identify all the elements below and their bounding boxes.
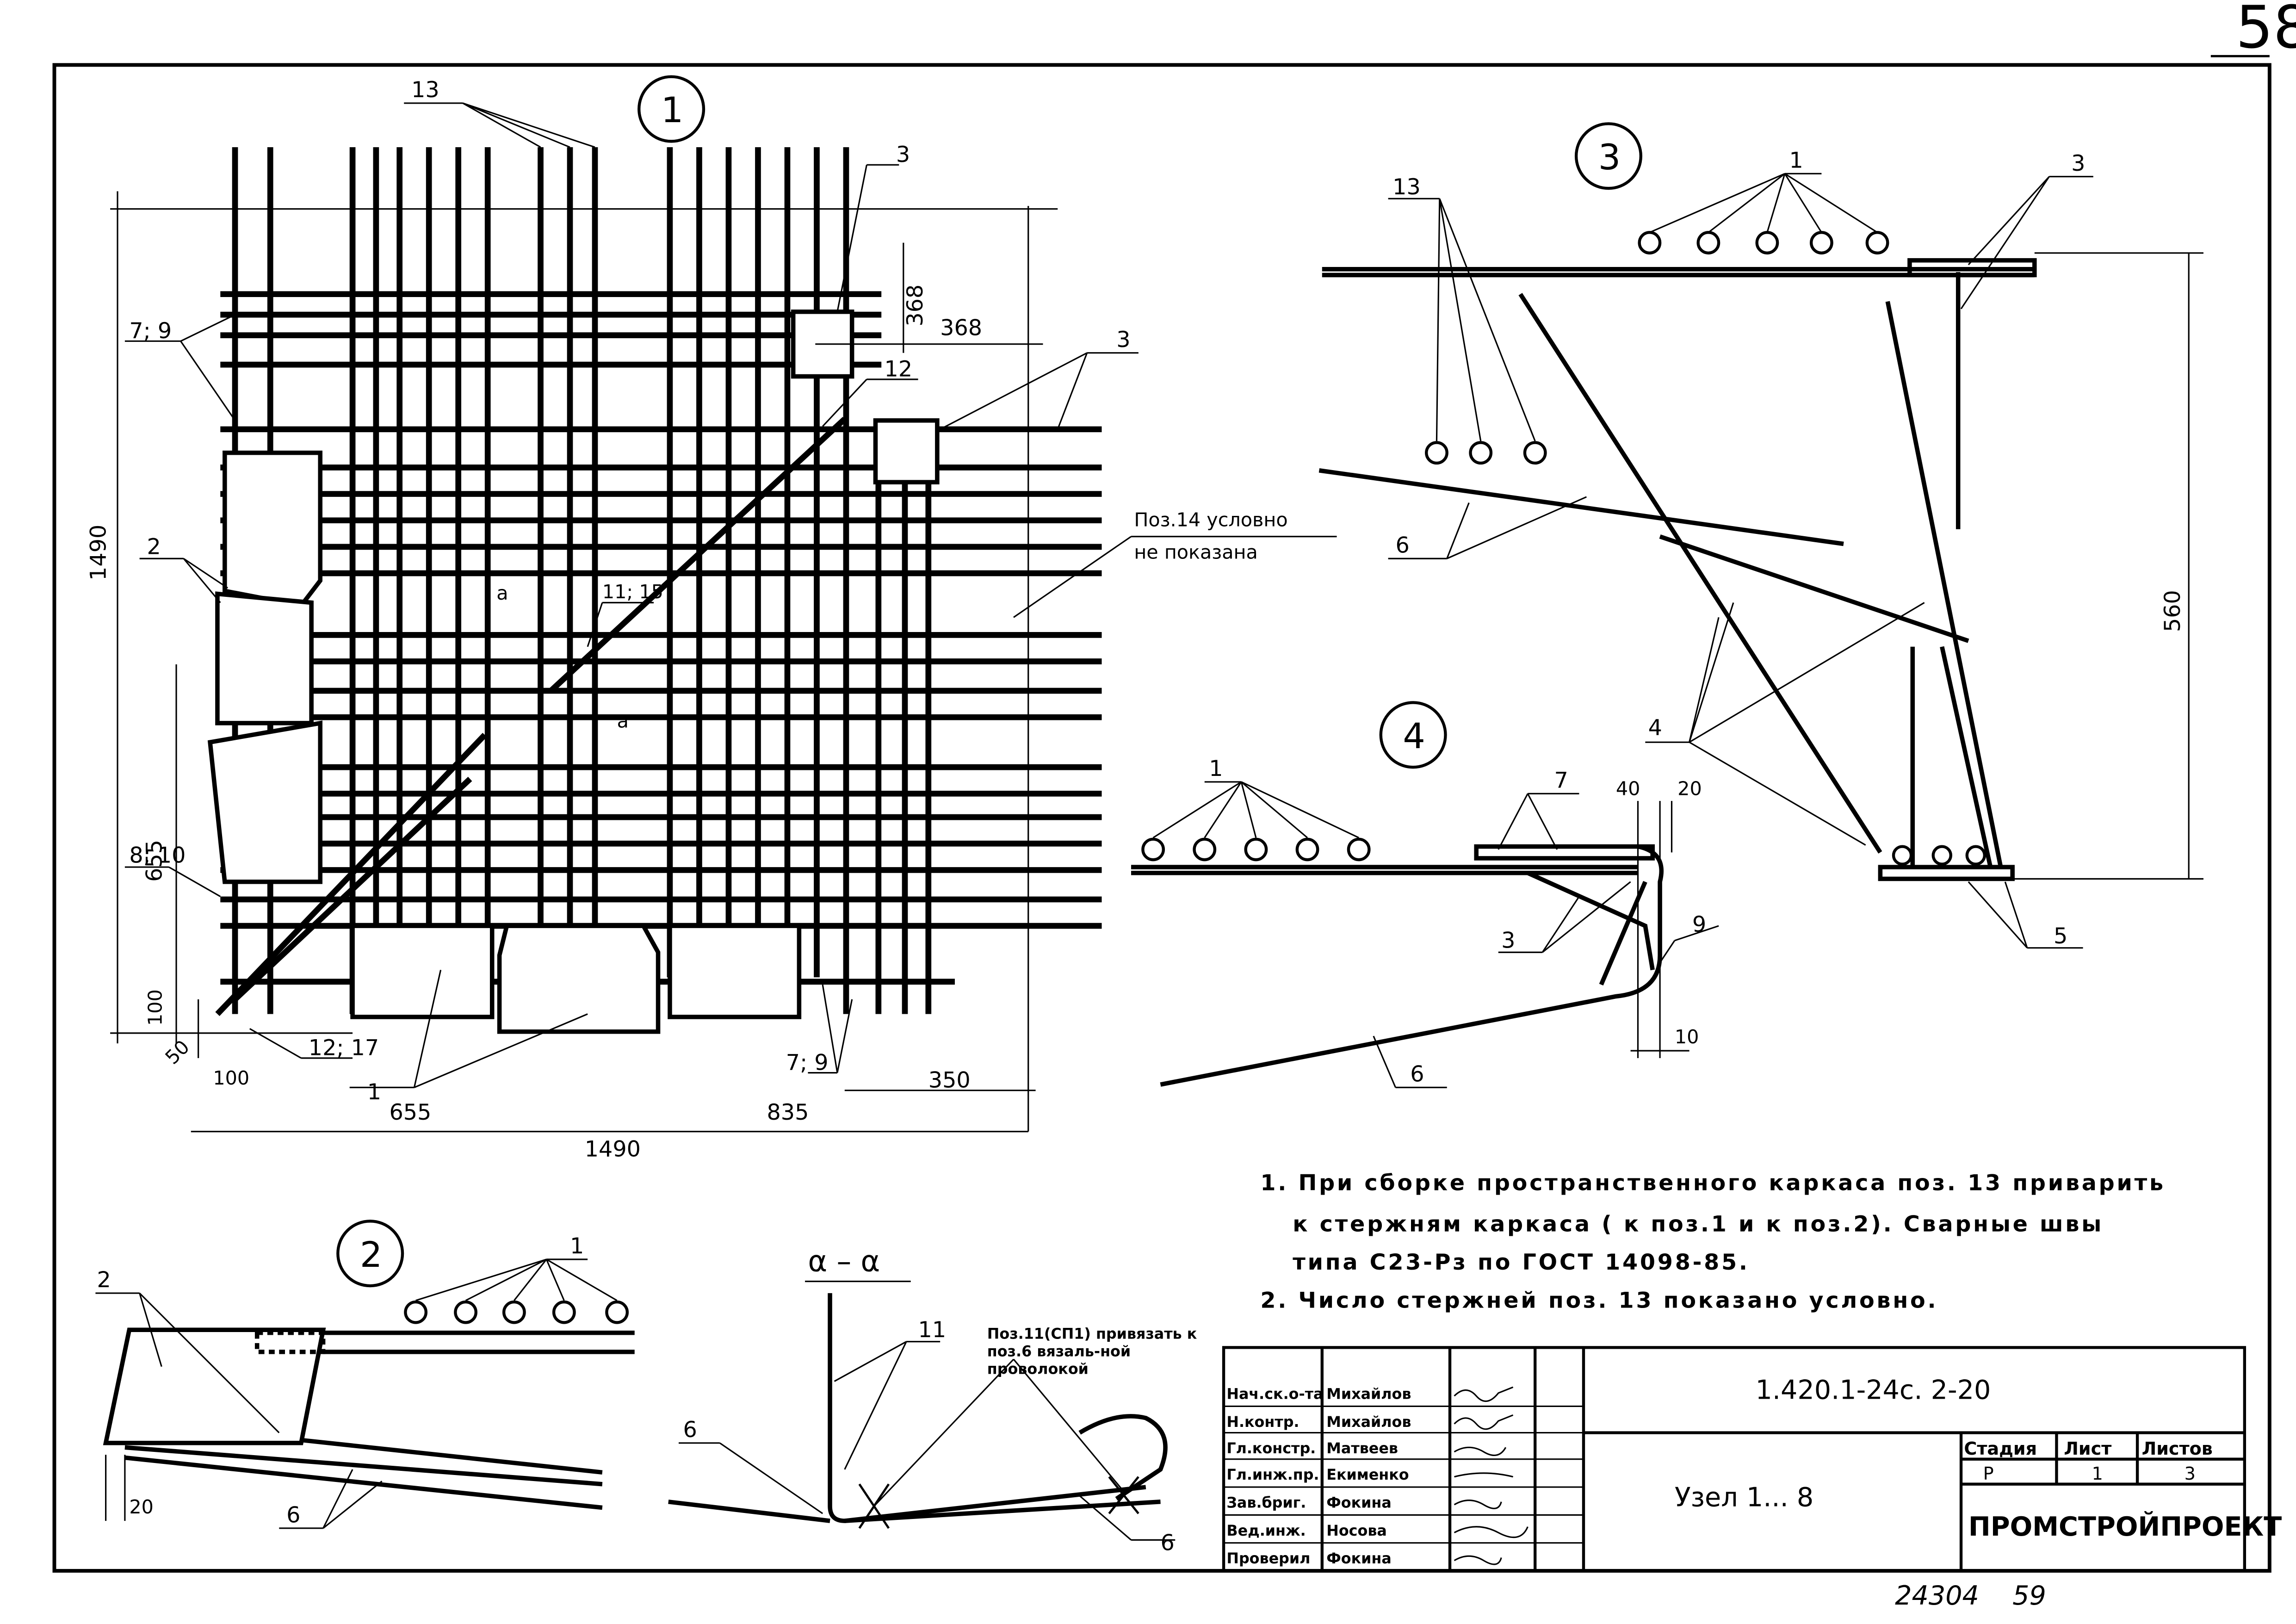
role-5: Зав.бриг.: [1226, 1495, 1306, 1512]
detail-2: 2 2 1 6 20: [95, 1220, 635, 1529]
callout-3-d1-right: 3: [1116, 327, 1130, 353]
callout-12-17-d1: 12; 17: [309, 1035, 379, 1061]
callout-5-d3: 5: [2054, 924, 2067, 949]
callout-3-d1-top: 3: [896, 142, 910, 167]
callout-2-d2: 2: [97, 1267, 111, 1293]
col-header-sheets: Листов: [2142, 1438, 2213, 1459]
sheets-value: 3: [2185, 1463, 2196, 1484]
detail-1: 1: [86, 75, 1337, 1162]
dim-20-d2: 20: [129, 1496, 154, 1518]
callout-6-section-right: 6: [1160, 1531, 1174, 1556]
callout-leaders-d1: [124, 102, 1337, 1088]
dim-40: 40: [1616, 777, 1640, 800]
dim-100-horizontal: 100: [213, 1067, 249, 1089]
dim-368-vertical: 368: [903, 285, 928, 327]
end-plates: [207, 310, 940, 1034]
name-2: Михайлов: [1326, 1414, 1411, 1431]
callout-3-d3: 3: [2071, 151, 2085, 176]
callout-7-9-d1: 7; 9: [129, 318, 172, 344]
section-note: Поз.11(СП1) привязать к поз.6 вязаль-ной…: [987, 1326, 1197, 1379]
role-2: Н.контр.: [1226, 1414, 1299, 1431]
dim-560: 560: [2160, 590, 2185, 632]
col-header-stage: Стадия: [1964, 1438, 2037, 1459]
stage-value: Р: [1983, 1463, 1994, 1484]
name-6: Носова: [1326, 1523, 1387, 1539]
callout-1-d1: 1: [367, 1079, 381, 1105]
note-line-4: 2. Число стержней поз. 13 показано услов…: [1260, 1288, 1938, 1314]
dim-350-horizontal: 350: [928, 1067, 971, 1093]
dim-10-d4: 10: [1675, 1026, 1699, 1048]
name-7: Фокина: [1326, 1550, 1391, 1567]
doc-code: 1.420.1-24с. 2-20: [1755, 1375, 1991, 1406]
section-title: α – α: [808, 1244, 880, 1278]
name-4: Екименко: [1326, 1467, 1409, 1483]
organization: ПРОМСТРОЙПРОЕКТ: [1968, 1511, 2282, 1542]
callout-2-d1: 2: [147, 534, 161, 560]
dim-20-d4: 20: [1677, 777, 1702, 800]
dim-835-horizontal: 835: [767, 1100, 809, 1125]
name-5: Фокина: [1326, 1495, 1391, 1512]
note-line-2: к стержням каркаса ( к поз.1 и к поз.2).…: [1293, 1212, 2104, 1237]
col-header-sheet: Лист: [2064, 1438, 2111, 1459]
drawing-title: Узел 1... 8: [1675, 1482, 1813, 1512]
callout-13-d3: 13: [1392, 174, 1421, 200]
dim-1490-vertical: 1490: [86, 525, 111, 581]
poz14-note-line1: Поз.14 условно: [1134, 508, 1287, 531]
dim-655-vertical: 655: [142, 840, 167, 882]
detail-3: 3 13 1 3: [1318, 122, 2203, 949]
callout-6-d4: 6: [1410, 1062, 1424, 1087]
callout-6-d2: 6: [286, 1502, 300, 1528]
detail-4-marker: 4: [1403, 715, 1425, 756]
dim-1490-horizontal: 1490: [585, 1137, 641, 1162]
callout-7-9-d1-bottom: 7; 9: [786, 1050, 829, 1075]
dim-50: 50: [161, 1036, 194, 1069]
callout-1-d4: 1: [1209, 756, 1223, 781]
detail-3-marker: 3: [1598, 136, 1621, 178]
footer-page-number: 59: [2012, 1581, 2046, 1611]
callout-8-10-d1: 8; 10: [129, 843, 186, 868]
page-number: 58: [2236, 0, 2296, 61]
detail-4: 4 1 7 3 9 6 40 20 10: [1131, 701, 1719, 1088]
dim-368-horizontal: 368: [940, 316, 982, 341]
note-line-3: типа С23-Рз по ГОСТ 14098-85.: [1293, 1250, 1749, 1275]
section-mark-a-lower: а: [617, 710, 629, 732]
callout-1-d2: 1: [570, 1233, 584, 1259]
section-mark-a-upper: а: [496, 582, 508, 604]
role-3: Гл.констр.: [1226, 1440, 1316, 1457]
role-6: Вед.инж.: [1226, 1523, 1306, 1539]
general-notes: 1. При сборке пространственного каркаса …: [1260, 1171, 2165, 1314]
dim-100-vertical: 100: [144, 989, 166, 1026]
callout-9-d4: 9: [1692, 912, 1706, 937]
dimension-lines: [110, 191, 1058, 1133]
signatures: [1454, 1386, 1529, 1565]
role-4: Гл.инж.пр.: [1226, 1467, 1319, 1483]
callout-11-15-d1: 11; 15: [602, 581, 663, 603]
dim-655-horizontal: 655: [389, 1100, 431, 1125]
callout-4-d3: 4: [1648, 715, 1662, 740]
detail-1-marker: 1: [661, 89, 683, 130]
callout-12-d1: 12: [885, 357, 913, 382]
callout-6-d3: 6: [1396, 533, 1410, 558]
sheet-value: 1: [2092, 1463, 2103, 1484]
callout-6-section-left: 6: [683, 1417, 697, 1443]
detail-2-marker: 2: [360, 1234, 382, 1275]
sheet-frame: [52, 63, 2271, 1573]
footer-archive-number: 24304: [1895, 1581, 1979, 1611]
callout-3-d4: 3: [1501, 928, 1515, 954]
title-block: 1.420.1-24с. 2-20 Узел 1... 8 ПРОМСТРОЙП…: [1222, 1346, 2282, 1573]
callout-13-d1: 13: [411, 77, 439, 103]
poz14-note-line2: не показана: [1134, 541, 1257, 563]
name-1: Михайлов: [1326, 1386, 1411, 1403]
callout-7-d4: 7: [1554, 768, 1568, 793]
role-7: Проверил: [1226, 1550, 1310, 1567]
callout-1-d3: 1: [1789, 148, 1803, 174]
diagonal-bars: [215, 416, 847, 1016]
role-1: Нач.ск.о-та: [1226, 1386, 1323, 1403]
note-line-1: 1. При сборке пространственного каркаса …: [1260, 1171, 2165, 1196]
section-a-a: α – α 11 6 6 Поз.11(СП1) привязать к поз…: [668, 1244, 1197, 1556]
name-3: Матвеев: [1326, 1440, 1398, 1457]
callout-11-section: 11: [918, 1317, 947, 1343]
